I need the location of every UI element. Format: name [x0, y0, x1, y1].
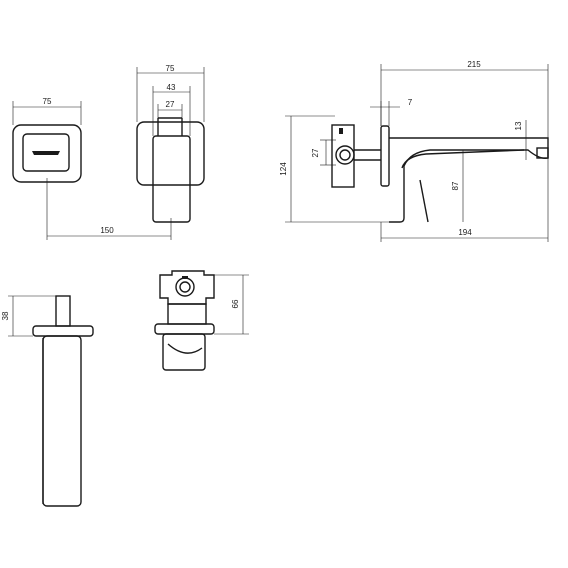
valve-port-outer	[335, 145, 355, 165]
front-handle-view: 75	[12, 97, 82, 240]
side-lever	[152, 135, 191, 223]
dim-label-194: 194	[458, 228, 472, 237]
dim-label-43: 43	[167, 83, 176, 92]
handle-indicator-icon	[32, 151, 60, 155]
dim-label-27-top: 27	[166, 100, 175, 109]
valve-handle-curve	[167, 343, 203, 354]
dim-label-150: 150	[100, 226, 114, 235]
spout-wall-plate	[380, 125, 390, 187]
dim-label-27-valve: 27	[311, 148, 320, 157]
side-handle-view: 75 43 27 150	[47, 64, 205, 240]
spout-stub	[55, 295, 71, 327]
side-plate	[136, 121, 205, 186]
spout-base	[419, 179, 429, 223]
valve-cartridge	[167, 303, 207, 325]
dim-label-75-mid: 75	[166, 64, 175, 73]
valve-housing	[159, 270, 215, 305]
spout-inner-curve	[401, 149, 525, 169]
dim-label-66: 66	[231, 299, 240, 308]
spout-aerator	[536, 147, 549, 159]
dim-label-75-left: 75	[43, 97, 52, 106]
spout-shaft	[42, 335, 82, 507]
valve-housing-marker	[182, 276, 188, 279]
valve-housing-port-inner	[179, 281, 191, 293]
valve-handle	[162, 333, 206, 371]
spout-flange	[32, 325, 94, 337]
valve-side-view: 66	[154, 270, 249, 371]
dim-label-7: 7	[408, 98, 413, 107]
valve-port-inner	[339, 149, 351, 161]
dim-label-215: 215	[467, 60, 481, 69]
dim-label-13: 13	[514, 121, 523, 130]
dim-label-87: 87	[451, 181, 460, 190]
dim-label-38: 38	[1, 311, 10, 320]
valve-body	[331, 124, 355, 188]
spout-side-view: 215 7 13 124 27 87 194	[279, 60, 549, 242]
valve-marker	[339, 128, 343, 134]
spout-body	[389, 137, 549, 223]
dim-label-124: 124	[279, 162, 288, 176]
valve-housing-port-outer	[175, 277, 195, 297]
spout-front-view: 38	[1, 295, 94, 507]
handle-lever-face	[22, 133, 70, 172]
valve-flange	[154, 323, 215, 335]
